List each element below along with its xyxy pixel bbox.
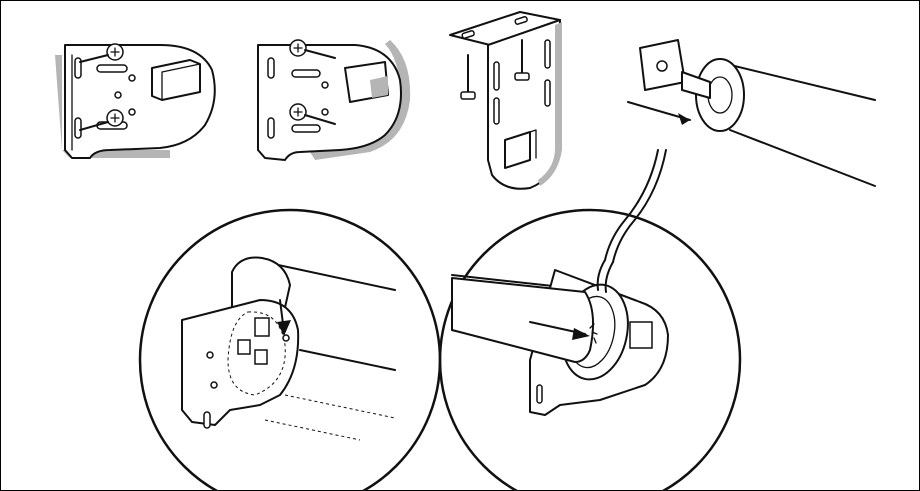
square-receiver — [254, 317, 270, 337]
slot-hole — [74, 117, 82, 139]
slot-hole — [514, 16, 528, 25]
slot-hole — [544, 79, 551, 107]
slot-hole — [74, 57, 82, 79]
motor-cable — [612, 149, 667, 263]
screw-cross — [293, 43, 303, 53]
bracket-shadow — [538, 22, 562, 186]
hidden-end-cap — [227, 311, 286, 396]
square-receiver — [629, 321, 653, 349]
square-receiver-edge — [161, 63, 201, 101]
square-receiver — [151, 59, 201, 101]
screw-cross — [110, 47, 120, 57]
motor-cable — [604, 149, 659, 261]
square-receiver — [237, 339, 251, 355]
rivet-hole — [321, 108, 329, 116]
slot-hole — [291, 124, 321, 133]
screw-head — [514, 72, 530, 81]
bracket-ceiling-mount — [449, 11, 562, 190]
slot-hole — [544, 39, 551, 69]
detail-idle-end-insertion — [138, 208, 442, 491]
insert-arrow-head — [572, 328, 590, 340]
slot-hole — [267, 57, 275, 79]
tube-edge-top — [717, 61, 876, 101]
click-mark — [589, 323, 598, 344]
bracket-side-mount-alt — [257, 39, 411, 161]
detail-motor-end-insertion — [438, 208, 742, 491]
tube-end-cap-insertion — [604, 39, 876, 263]
screw-shaft — [79, 121, 109, 131]
rivet-hole — [282, 334, 290, 342]
insert-arrow-head — [678, 113, 690, 125]
rivet-hole — [128, 74, 136, 82]
rivet-hole — [114, 91, 122, 99]
hidden-line — [264, 349, 396, 441]
slot-hole — [493, 61, 500, 91]
screw-head — [460, 91, 476, 100]
slot-hole — [536, 384, 543, 404]
slot-hole — [493, 97, 500, 125]
slot-hole — [291, 69, 321, 78]
slot-hole — [96, 64, 128, 73]
motor-tube — [451, 277, 595, 363]
square-receiver-edge — [511, 129, 537, 159]
screw-cross — [293, 107, 303, 117]
insert-arrow-head — [277, 320, 291, 336]
screw-shaft — [304, 49, 336, 59]
screw-cross — [110, 113, 120, 123]
tube-edge-bottom — [729, 129, 876, 187]
detail-circle — [438, 208, 742, 491]
rivet-hole — [206, 351, 214, 359]
rivet-hole — [210, 381, 218, 389]
screw-shaft — [304, 114, 336, 125]
bracket-side-mount — [55, 43, 216, 159]
end-cap-hole — [656, 60, 668, 72]
rivet-hole — [128, 108, 136, 116]
slot-hole — [203, 411, 211, 429]
motor-cable — [604, 261, 614, 293]
screw-shaft — [79, 54, 109, 63]
end-cap-pin — [681, 71, 711, 99]
rivet-hole — [321, 81, 329, 89]
slot-hole — [267, 117, 275, 139]
motor-cable — [596, 259, 606, 291]
slot-hole — [461, 30, 475, 39]
bracket-plate — [181, 299, 300, 426]
square-receiver — [254, 349, 268, 365]
receiver-shadow — [370, 76, 388, 98]
